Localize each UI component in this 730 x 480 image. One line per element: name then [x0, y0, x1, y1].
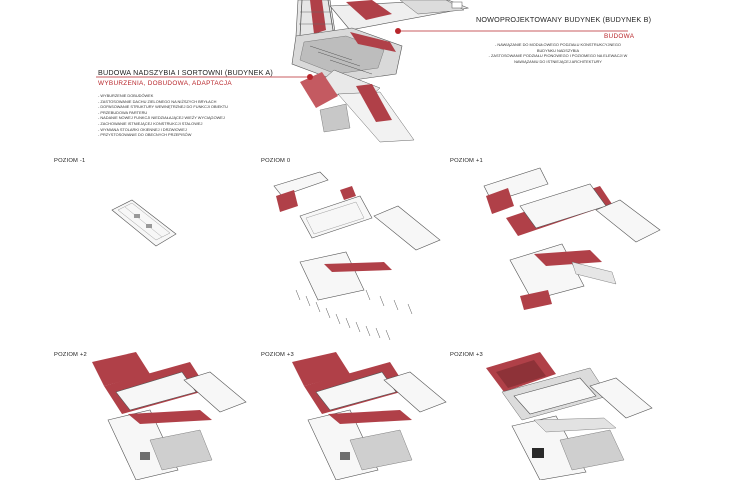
building-b-note: - ZASTOSOWANIE PODZIAŁU PIONOWEGO I POZI… [488, 53, 628, 59]
leader-dot-building-b [395, 28, 401, 34]
building-a-title: BUDOWA NADSZYBIA I SORTOWNI (BUDYNEK A) [98, 68, 274, 77]
plan-level-0 [273, 171, 441, 341]
building-a-note: - PRZEBUDOWA PARTERU [98, 109, 148, 115]
plan-level-plus-3-a [292, 352, 447, 480]
level-label: POZIOM +3 [261, 352, 294, 358]
building-a-note: - WYBURZENIE DOBUDÓWEK [98, 93, 154, 98]
plan-level-minus-1 [111, 199, 177, 247]
building-b-note: NAWIĄZANIU DO ISTNIEJĄCEJ ARCHITEKTURY [514, 58, 602, 64]
plan-level-plus-3-b [486, 352, 653, 480]
level-label: POZIOM 0 [261, 158, 291, 164]
building-b-title: NOWOPROJEKTOWANY BUDYNEK (BUDYNEK B) [476, 15, 652, 24]
building-a-note: - DOPASOWANIE STRUKTURY WEWNĘTRZNEJ DO F… [98, 104, 228, 110]
building-b-subtitle: BUDOWA [604, 33, 635, 40]
building-a-notes: - WYBURZENIE DOBUDÓWEK - ZASTOSOWANIE DA… [98, 93, 228, 138]
building-b-volume [329, 0, 470, 31]
building-a-note: - WYMIANA STOLARKI OKIENNEJ I DRZWIOWEJ [98, 126, 187, 132]
leader-dot-building-a [307, 74, 313, 80]
level-label: POZIOM +2 [54, 352, 87, 358]
building-a-note: - ZASTOSOWANIE DACHU ZIELONEGO NA NIŻSZY… [98, 98, 217, 104]
building-a-note: - NADANIE NOWEJ FUNKCJI NIEDZIAŁAJĄCEJ W… [98, 115, 225, 121]
level-label: POZIOM -1 [54, 158, 86, 164]
plan-level-plus-1 [483, 167, 661, 310]
building-a-note: - ZACHOWANIE ISTNIEJĄCEJ KONSTRUKCJI STA… [98, 120, 203, 126]
building-a-volume [291, 27, 415, 143]
level-label: POZIOM +1 [450, 158, 483, 164]
building-b-notes: - NAWIĄZANIE DO MODUŁOWEGO PODZIAŁU KONS… [486, 42, 630, 64]
building-a-note: - PRZYSTOSOWANIE DO OBECNYCH PRZEPISÓW [98, 132, 192, 138]
level-label: POZIOM +3 [450, 352, 483, 358]
building-b-note: - NAWIĄZANIE DO MODUŁOWEGO PODZIAŁU KONS… [495, 42, 621, 47]
building-a-subtitle: WYBURZENIA, DOBUDOWA, ADAPTACJA [98, 80, 232, 87]
building-b-note: BUDYNKU NADSZYBIA [536, 47, 580, 53]
plan-level-plus-2 [92, 352, 247, 480]
